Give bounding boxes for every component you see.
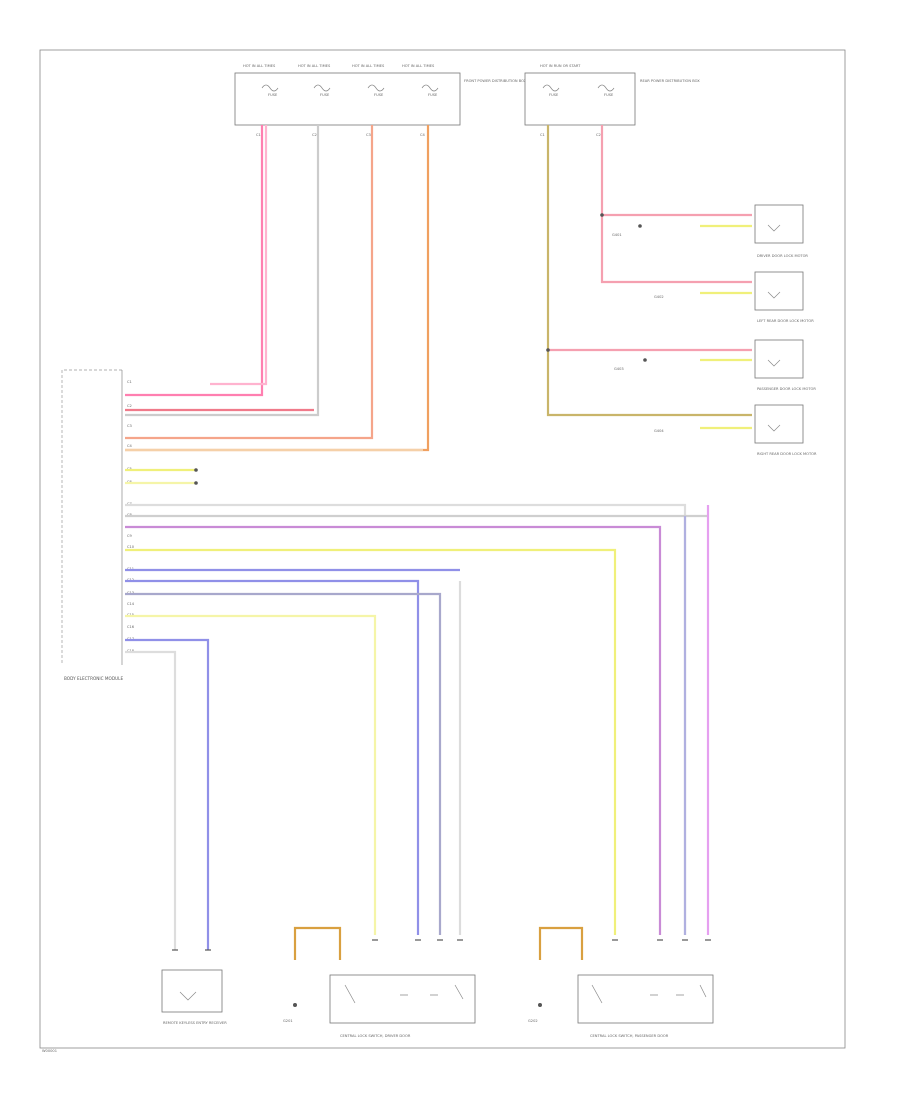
svg-text:G402: G402 — [654, 295, 664, 299]
splice-dot — [194, 468, 198, 472]
svg-text:CENTRAL LOCK SWITCH, PASSENGER: CENTRAL LOCK SWITCH, PASSENGER DOOR — [590, 1034, 669, 1038]
ground-dot — [638, 224, 642, 228]
fuse-header-right: HOT IN RUN OR START — [540, 64, 581, 68]
fuse-box-left-label: FRONT POWER DISTRIBUTION BOX — [464, 79, 527, 83]
connector-ticks — [172, 939, 711, 951]
svg-text:FUSE: FUSE — [549, 93, 559, 97]
fuse-box-right: HOT IN RUN OR START FUSE FUSE REAR POWER… — [524, 64, 700, 137]
wire-pink-right — [600, 125, 752, 284]
fuse-symbol: FUSE — [597, 84, 615, 97]
svg-text:DRIVER DOOR LOCK MOTOR: DRIVER DOOR LOCK MOTOR — [757, 254, 808, 258]
wire-yellow-long — [125, 548, 617, 935]
svg-text:RIGHT REAR DOOR LOCK MOTOR: RIGHT REAR DOOR LOCK MOTOR — [757, 452, 817, 456]
svg-text:FUSE: FUSE — [268, 93, 278, 97]
fuse-header-1: HOT IN ALL TIMES — [243, 64, 276, 68]
splice-dot — [600, 213, 604, 217]
svg-text:REMOTE KEYLESS ENTRY RECEIVER: REMOTE KEYLESS ENTRY RECEIVER — [163, 1021, 227, 1025]
fuse-symbol: FUSE — [542, 84, 560, 97]
wire-grey — [125, 125, 320, 417]
svg-text:C1: C1 — [127, 380, 132, 384]
fuse-header-4: HOT IN ALL TIMES — [402, 64, 435, 68]
lock-switch-passenger: CENTRAL LOCK SWITCH, PASSENGER DOOR — [577, 974, 714, 1038]
svg-text:FUSE: FUSE — [320, 93, 330, 97]
wire-olive — [546, 125, 752, 417]
svg-text:FUSE: FUSE — [604, 93, 614, 97]
fuse-pin: C2 — [596, 133, 601, 137]
wire-blue-grey-2 — [125, 592, 442, 935]
wire-blue-violet-3 — [125, 638, 210, 950]
fuse-header-3: HOT IN ALL TIMES — [352, 64, 385, 68]
wire-pink — [125, 125, 264, 397]
wire-blue-violet-2 — [125, 579, 420, 935]
fuse-pin: C4 — [420, 133, 426, 137]
motor-right-rear-door: RIGHT REAR DOOR LOCK MOTOR G404 — [654, 404, 817, 456]
ground-label: G202 — [528, 1019, 538, 1023]
fuse-symbol: FUSE — [313, 84, 331, 97]
fuse-box-left: HOT IN ALL TIMES HOT IN ALL TIMES HOT IN… — [234, 64, 527, 137]
svg-text:PASSENGER DOOR LOCK MOTOR: PASSENGER DOOR LOCK MOTOR — [757, 387, 816, 391]
fuse-pin: C2 — [312, 133, 317, 137]
ground-dot — [293, 1003, 297, 1007]
wire-pink-light — [210, 125, 268, 386]
svg-text:CENTRAL LOCK SWITCH, DRIVER DO: CENTRAL LOCK SWITCH, DRIVER DOOR — [340, 1034, 411, 1038]
ground-dot — [538, 1003, 542, 1007]
motor-left-rear-door: LEFT REAR DOOR LOCK MOTOR G402 — [654, 271, 814, 323]
svg-text:FUSE: FUSE — [374, 93, 384, 97]
splice-dot — [194, 481, 198, 485]
footer-id: W00001 — [42, 1049, 57, 1053]
svg-text:G403: G403 — [614, 367, 624, 371]
wire-orange-dark-2 — [538, 926, 584, 960]
ground-dot — [643, 358, 647, 362]
fuse-pin: C3 — [366, 133, 371, 137]
svg-text:FUSE: FUSE — [428, 93, 438, 97]
fuse-header-2: HOT IN ALL TIMES — [298, 64, 331, 68]
fuse-pin: C1 — [256, 133, 261, 137]
module-label: BODY ELECTRONIC MODULE — [64, 676, 123, 681]
svg-text:C9: C9 — [127, 534, 133, 538]
svg-text:C14: C14 — [127, 602, 135, 606]
wire-orange — [125, 125, 430, 452]
svg-text:C2: C2 — [127, 404, 132, 408]
svg-text:C4: C4 — [127, 444, 133, 448]
fuse-symbol: FUSE — [367, 84, 385, 97]
wire-grey-4 — [125, 650, 177, 950]
body-electronic-module: BODY ELECTRONIC MODULE — [61, 369, 123, 681]
fuse-symbol: FUSE — [421, 84, 439, 97]
motor-passenger-door: PASSENGER DOOR LOCK MOTOR G403 — [614, 339, 816, 391]
svg-text:G401: G401 — [612, 233, 622, 237]
splice-dot — [546, 348, 550, 352]
ground-label: G201 — [283, 1019, 293, 1023]
motor-driver-door: DRIVER DOOR LOCK MOTOR G401 — [612, 204, 808, 258]
svg-text:C16: C16 — [127, 625, 135, 629]
svg-text:C3: C3 — [127, 424, 132, 428]
svg-text:LEFT REAR DOOR LOCK MOTOR: LEFT REAR DOOR LOCK MOTOR — [757, 319, 814, 323]
fuse-symbol: FUSE — [261, 84, 279, 97]
fuse-pin: C1 — [540, 133, 545, 137]
svg-text:G404: G404 — [654, 429, 664, 433]
fuse-box-right-label: REAR POWER DISTRIBUTION BOX — [640, 79, 700, 83]
lock-switch-driver: CENTRAL LOCK SWITCH, DRIVER DOOR — [329, 974, 476, 1038]
wire-yellow-2long — [125, 614, 377, 935]
wire-violet — [125, 525, 662, 935]
svg-text:C10: C10 — [127, 545, 135, 549]
wire-orange-dark-1 — [293, 926, 342, 960]
diagram-frame — [39, 49, 846, 1049]
remote-keyless-receiver: REMOTE KEYLESS ENTRY RECEIVER — [161, 969, 227, 1025]
wire-salmon — [125, 125, 374, 440]
